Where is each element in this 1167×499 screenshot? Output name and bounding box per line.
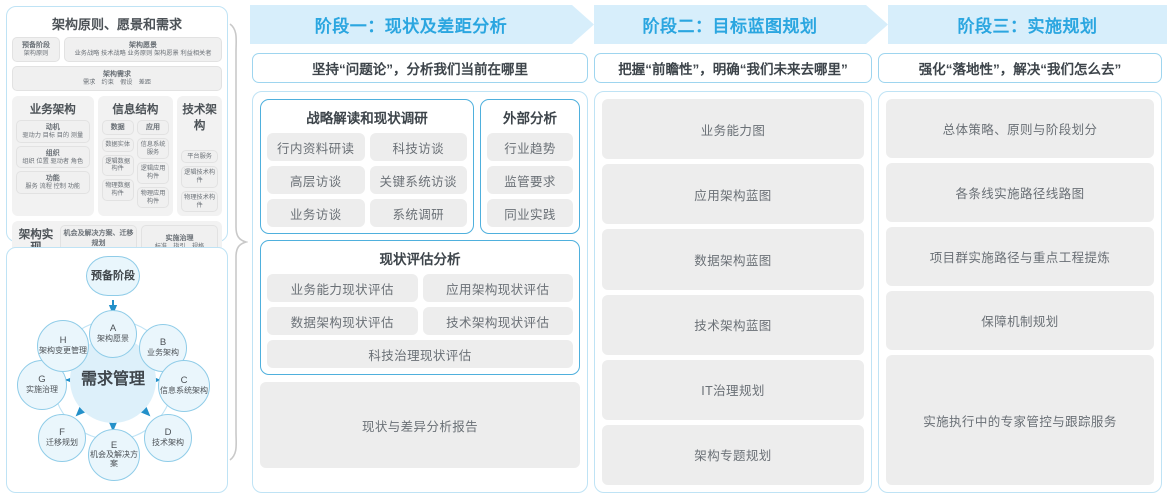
tile[interactable]: 系统调研 [369, 199, 467, 227]
tile[interactable]: 业务能力现状评估 [267, 274, 418, 302]
phase-1-body: 战略解读和现状调研 行内资料研读 科技访谈 高层访谈 关键系统访谈 业务访谈 系… [252, 91, 588, 493]
external-analysis-title: 外部分析 [503, 111, 557, 126]
current-state-assessment-card: 现状评估分析 业务能力现状评估 应用架构现状评估 数据架构现状评估 技术架构现状… [260, 240, 580, 375]
adm-node-g[interactable]: G 实施治理 [17, 360, 67, 410]
adm-cycle-box: 预备阶段 需求管理 A 架构愿景 B 业务架构 C 信息系统架构 [6, 247, 228, 493]
phase-1-header-label: 阶段一：现状及差距分析 [314, 17, 508, 36]
strategy-research-card: 战略解读和现状调研 行内资料研读 科技访谈 高层访谈 关键系统访谈 业务访谈 系… [260, 99, 474, 234]
technology-architecture-section: 技术架构 平台服务 逻辑技术构件 物理技术构件 [177, 95, 222, 217]
adm-node-d[interactable]: D 技术架构 [144, 414, 192, 462]
tile[interactable]: 行内资料研读 [267, 133, 365, 161]
phase-3-header: 阶段三：实施规划 [888, 5, 1167, 44]
tile[interactable]: 实施执行中的专家管控与跟踪服务 [886, 355, 1154, 485]
prep-stage-title: 预备阶段 [22, 42, 50, 49]
current-state-assessment-title: 现状评估分析 [379, 252, 461, 267]
business-architecture-section: 业务架构 动机 驱动力 目标 目的 测量 组织 组织 位置 驱动者 角色 功能 [12, 95, 94, 217]
tile[interactable]: 数据架构蓝图 [602, 229, 864, 290]
adm-node-e[interactable]: E 机会及解决方案 [88, 429, 140, 481]
application-column: 应用 信息系统服务 逻辑应用构件 物理应用构件 [136, 119, 170, 209]
business-block: 动机 驱动力 目标 目的 测量 [16, 119, 90, 143]
phase-1-top-cards: 战略解读和现状调研 行内资料研读 科技访谈 高层访谈 关键系统访谈 业务访谈 系… [260, 99, 580, 234]
tile[interactable]: 架构专题规划 [602, 424, 864, 486]
phase-2-header: 阶段二：目标蓝图规划 [594, 5, 866, 44]
business-block: 组织 组织 位置 驱动者 角色 [16, 145, 90, 169]
adm-node-b[interactable]: B 业务架构 [139, 324, 187, 372]
tile[interactable]: 应用架构蓝图 [602, 164, 864, 225]
phase-1-output-tile[interactable]: 现状与差异分析报告 [260, 382, 580, 468]
phase-2-subtitle-label: 把握“前瞻性”，明确“我们未来去哪里” [618, 62, 848, 77]
external-analysis-card: 外部分析 行业趋势 监管要求 同业实践 [480, 99, 580, 234]
vision-title: 架构愿景 [129, 42, 157, 49]
phase-3-header-label: 阶段三：实施规划 [957, 17, 1098, 36]
technology-architecture-title: 技术架构 [182, 103, 217, 132]
adm-node-a[interactable]: A 架构愿景 [89, 310, 137, 358]
tile[interactable]: 技术架构蓝图 [602, 294, 864, 355]
adm-preliminary-label: 预备阶段 [91, 269, 135, 282]
architecture-requirements-cell: 架构需求 需求 约束 假设 差距 [12, 65, 222, 91]
architecture-framework-box: 架构原则、愿景和需求 预备阶段 架构原则 架构愿景 业务战略 技术战略 业务原则… [6, 6, 228, 264]
tile[interactable]: 监管要求 [487, 166, 573, 194]
phase-1-header: 阶段一：现状及差距分析 [250, 5, 572, 44]
framework-domain-row: 业务架构 动机 驱动力 目标 目的 测量 组织 组织 位置 驱动者 角色 功能 [12, 95, 222, 217]
adm-node-c[interactable]: C 信息系统架构 [158, 360, 210, 412]
tile[interactable]: 同业实践 [487, 199, 573, 227]
tile[interactable]: 数据架构现状评估 [267, 307, 418, 335]
phase-arrow-1-icon [572, 5, 594, 44]
left-panel: 架构原则、愿景和需求 预备阶段 架构原则 架构愿景 业务战略 技术战略 业务原则… [6, 6, 228, 493]
phase-2-header-label: 阶段二：目标蓝图规划 [642, 17, 818, 36]
tile[interactable]: 各条线实施路径线路图 [886, 163, 1154, 223]
phase-1-subtitle: 坚持“问题论”，分析我们当前在哪里 [252, 53, 588, 83]
phase-3-subtitle-label: 强化“落地性”，解决“我们怎么去” [918, 62, 1122, 77]
tile[interactable]: 关键系统访谈 [369, 166, 467, 194]
tile[interactable]: 科技治理现状评估 [267, 340, 573, 368]
phase-arrow-2-icon [866, 5, 888, 44]
tile[interactable]: 业务能力图 [602, 99, 864, 160]
information-structure-title: 信息结构 [112, 103, 159, 116]
vision-items: 业务战略 技术战略 业务原则 架构愿景 利益相关者 [74, 50, 212, 58]
data-column: 数据 数据实体 逻辑数据构件 物理数据构件 [101, 119, 134, 209]
phase-2-subtitle: 把握“前瞻性”，明确“我们未来去哪里” [594, 53, 872, 83]
phase-3-subtitle: 强化“落地性”，解决“我们怎么去” [878, 53, 1162, 83]
phase-1-subtitle-label: 坚持“问题论”，分析我们当前在哪里 [312, 62, 528, 77]
prep-stage-cell: 预备阶段 架构原则 [12, 37, 60, 62]
requirements-title: 架构需求 [103, 70, 131, 78]
requirements-items: 需求 约束 假设 差距 [82, 78, 152, 86]
tile[interactable]: 行业趋势 [487, 133, 573, 161]
business-block: 功能 服务 流程 控制 功能 [16, 171, 90, 195]
business-architecture-title: 业务架构 [29, 103, 76, 116]
tile[interactable]: 保障机制规划 [886, 291, 1154, 351]
framework-header: 架构原则、愿景和需求 [51, 17, 182, 32]
architecture-vision-cell: 架构愿景 业务战略 技术战略 业务原则 架构愿景 利益相关者 [64, 37, 222, 62]
adm-center-label: 需求管理 [80, 370, 145, 388]
adm-node-h[interactable]: H 架构变更管理 [37, 320, 89, 372]
tile[interactable]: 项目群实施路径与重点工程提炼 [886, 227, 1154, 287]
tile[interactable]: 应用架构现状评估 [422, 274, 573, 302]
tile[interactable]: 业务访谈 [267, 199, 365, 227]
adm-node-f[interactable]: F 迁移规划 [38, 414, 86, 462]
phase-2-body: 业务能力图 应用架构蓝图 数据架构蓝图 技术架构蓝图 IT治理规划 架构专题规划 [594, 91, 872, 493]
tile[interactable]: 高层访谈 [267, 166, 365, 194]
adm-node-preliminary[interactable]: 预备阶段 [86, 256, 140, 296]
information-structure-section: 信息结构 数据 数据实体 逻辑数据构件 物理数据构件 应用 信息系统服务 逻辑应… [97, 95, 174, 217]
phase-3-body: 总体策略、原则与阶段划分 各条线实施路径线路图 项目群实施路径与重点工程提炼 保… [878, 91, 1162, 493]
framework-top-row: 预备阶段 架构原则 架构愿景 业务战略 技术战略 业务原则 架构愿景 利益相关者 [12, 37, 222, 62]
strategy-research-title: 战略解读和现状调研 [306, 111, 428, 126]
brace-connector [229, 23, 248, 461]
adm-wheel: 预备阶段 需求管理 A 架构愿景 B 业务架构 C 信息系统架构 [7, 248, 227, 492]
tile[interactable]: 总体策略、原则与阶段划分 [886, 99, 1154, 159]
tile[interactable]: IT治理规划 [602, 359, 864, 420]
tile[interactable]: 技术架构现状评估 [422, 307, 573, 335]
prep-stage-items: 架构原则 [23, 50, 49, 58]
tile[interactable]: 科技访谈 [369, 133, 467, 161]
